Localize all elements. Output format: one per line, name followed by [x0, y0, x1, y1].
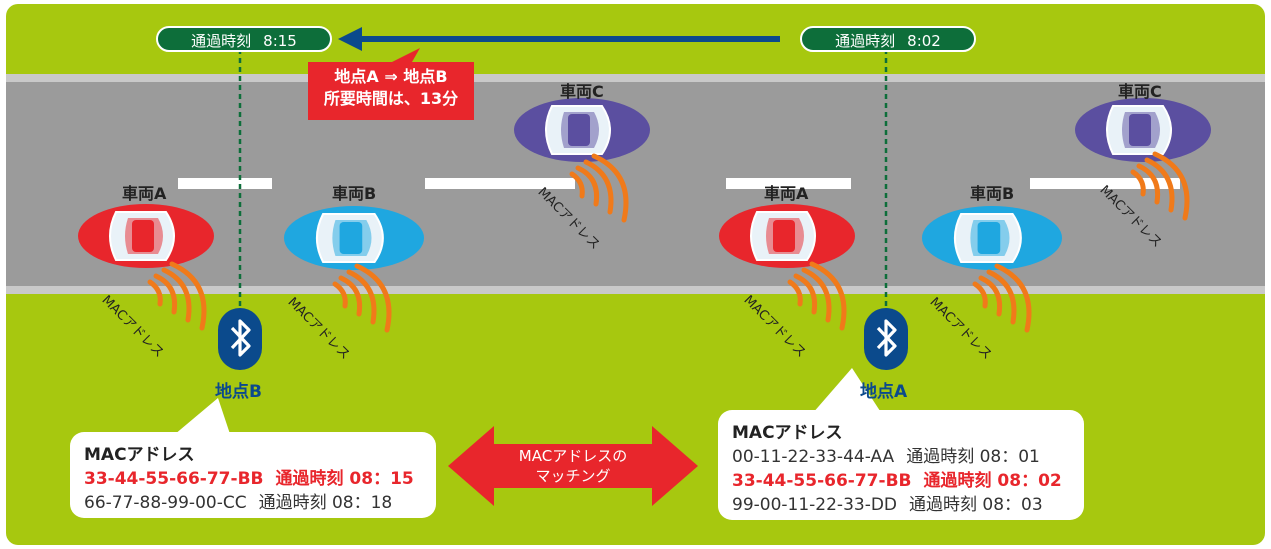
lane-dash: [1030, 178, 1180, 189]
bluetooth-icon: [218, 308, 262, 370]
mac-list-header: MACアドレス: [732, 423, 843, 443]
car-a-left: [77, 203, 215, 269]
lane-dash: [726, 178, 851, 189]
vehicle-label-c: 車両C: [1118, 82, 1162, 101]
lane-dash: [178, 178, 272, 189]
car-c-right: [1074, 97, 1212, 163]
car-b-left: [282, 204, 426, 272]
vehicle-label-a: 車両A: [764, 184, 809, 203]
vehicle-label-a: 車両A: [122, 184, 167, 203]
lane-dash: [425, 178, 575, 189]
car-a-right: [718, 203, 856, 269]
signal-wave: [147, 151, 1190, 333]
site-label-a: 地点A: [860, 382, 908, 402]
car-b-right: [920, 204, 1064, 272]
vehicle-label-c: 車両C: [560, 82, 604, 101]
travel-time-box: 地点A ⇒ 地点B 所要時間は、13分: [308, 62, 474, 120]
site-label-b: 地点B: [215, 382, 262, 402]
matching-double-arrow: [448, 426, 698, 506]
road-edge-top: [6, 74, 1265, 82]
vehicle-label-b: 車両B: [970, 184, 1015, 203]
travel-duration: 所要時間は、13分: [323, 89, 459, 108]
travel-route: 地点A ⇒ 地点B: [334, 67, 448, 86]
vehicle-label-b: 車両B: [332, 184, 377, 203]
road-edge-bottom: [6, 286, 1265, 294]
car-c-left: [513, 97, 651, 163]
bluetooth-icon: [864, 308, 908, 370]
mac-list-header: MACアドレス: [84, 445, 195, 465]
bubble-tail-a: [812, 368, 882, 414]
direction-arrow-head: [338, 27, 362, 51]
bubble-tail-b: [168, 398, 232, 440]
travel-box-tail: [392, 48, 420, 62]
matching-label: MACアドレスの マッチング: [518, 447, 628, 485]
